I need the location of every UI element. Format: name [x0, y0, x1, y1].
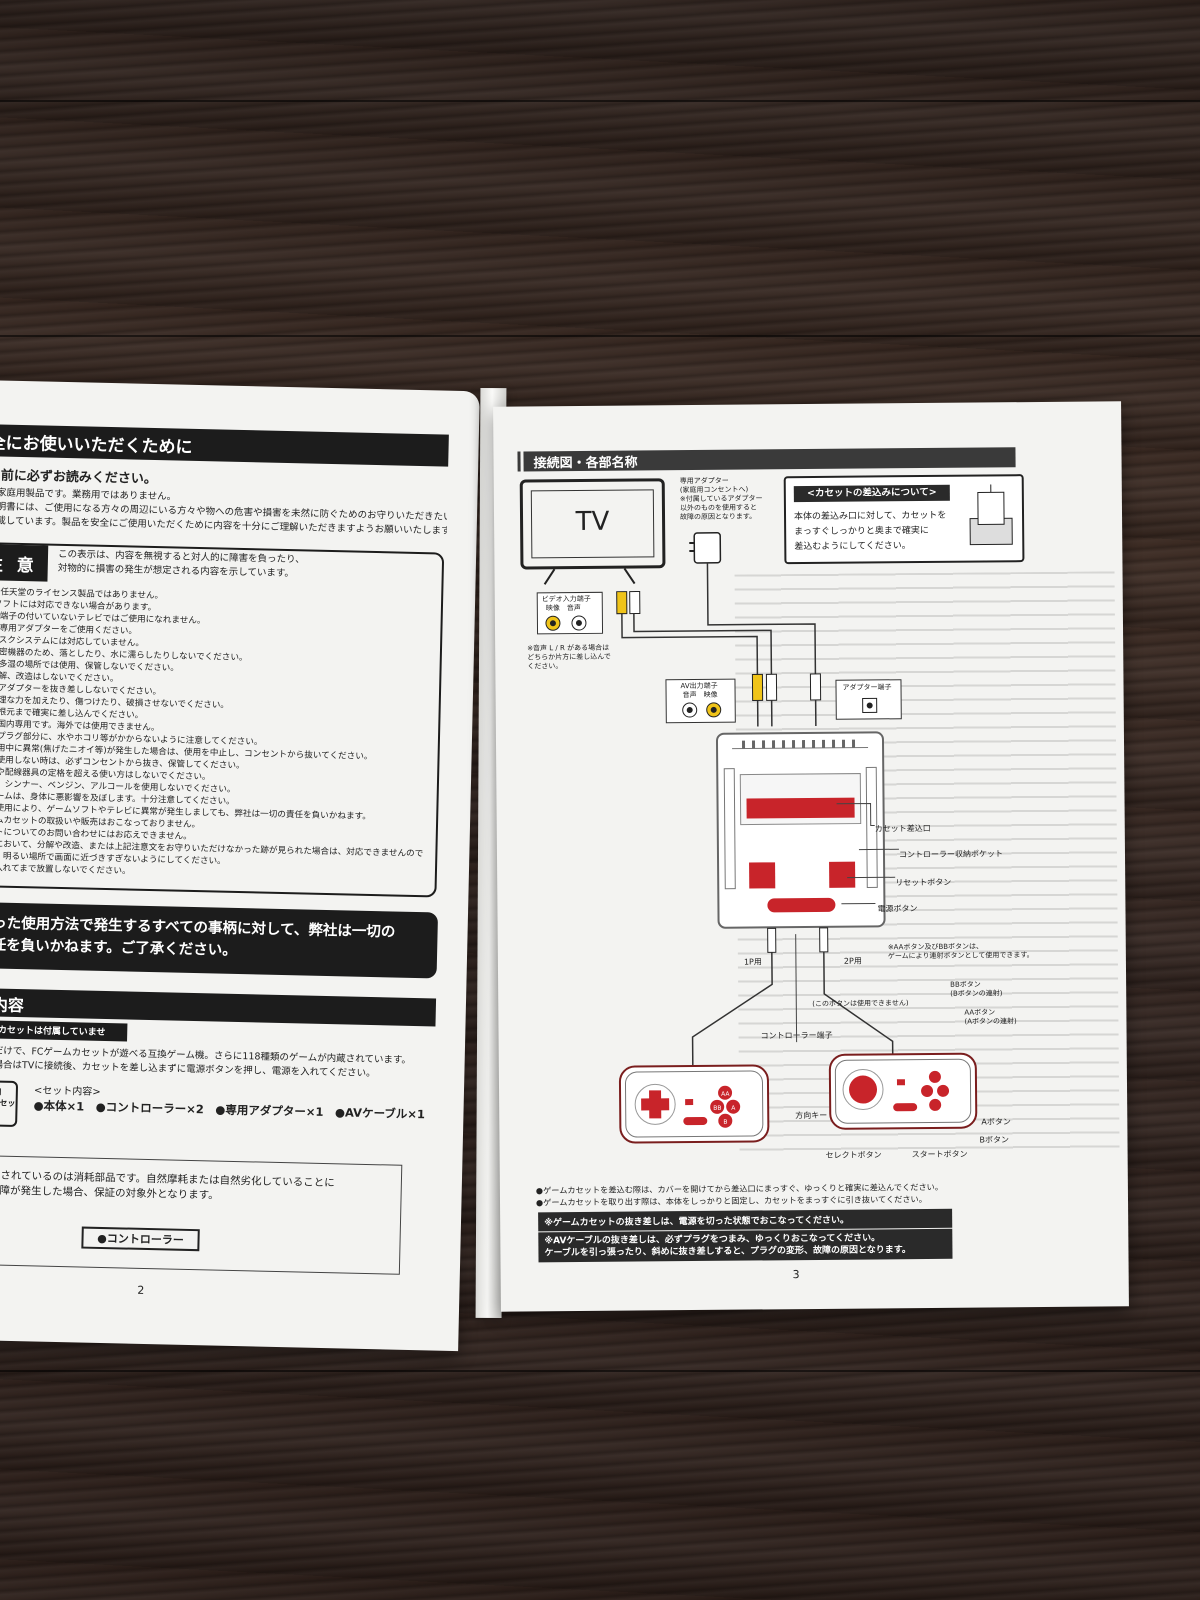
plank-seam	[0, 335, 1200, 337]
cassette-insert-icon	[969, 484, 1013, 546]
b-button-label: Bボタン	[979, 1135, 1010, 1145]
caution-list: 品は任天堂のライセンス製品ではありません。 FCソフトには対応できない場合があり…	[0, 586, 429, 884]
adapter-body	[693, 532, 722, 564]
a-button-label: Aボタン	[981, 1117, 1011, 1127]
fc-compatible-badge: FC用 ゲームカセット 対応	[0, 1079, 19, 1128]
reset-button	[749, 862, 776, 889]
cassette-insertion-box: <カセットの差込みについて> 本体の差込み口に対して、カセットを まっすぐしっか…	[783, 474, 1025, 565]
av-output-terminal-box: AV出力端子 音声 映像	[665, 678, 736, 724]
controller-2p	[828, 1052, 978, 1130]
console-leader-lines	[836, 802, 899, 905]
select-button-label: セレクトボタン	[825, 1150, 882, 1160]
aa-button-letter: AA	[721, 1091, 730, 1098]
storage-pocket-label: コントローラー収納ポケット	[898, 849, 1004, 860]
page-number: 3	[792, 1268, 800, 1282]
av-jacks-icon	[682, 702, 722, 718]
caution-tag: 注 意	[0, 544, 49, 582]
bb-button-label: BBボタン (Bボタンの連射)	[950, 980, 1003, 998]
start-button-label: スタートボタン	[911, 1149, 968, 1160]
controller-1p: AA BB A B	[618, 1064, 770, 1144]
rca-jacks-icon	[545, 615, 587, 631]
cable-diagram	[543, 532, 822, 727]
cassette-slot	[746, 797, 855, 819]
b-button-letter: B	[723, 1119, 727, 1126]
eject-lever	[767, 897, 836, 913]
manual-page-right: 接続図・各部名称 TV ビデオ入力端子 映像 音声 ※音声 L / R がある場…	[493, 401, 1129, 1312]
controller-1p-buttons: AA BB A B	[634, 1083, 741, 1128]
av-cable-warning-bar: ※AVケーブルの抜き差しは、必ずプラグをつまみ、ゆっくりおこなってください。 ケ…	[538, 1228, 953, 1263]
tv-video-input-box: ビデオ入力端子 映像 音声	[536, 591, 604, 635]
read-first-subheader: の前に必ずお読みください。	[0, 468, 157, 488]
adapter-terminal-box: アダプター端子	[835, 679, 902, 720]
caution-description: この表示は、内容を無視すると対人的に障害を負ったり、 対物的に損害の発生が想定さ…	[57, 548, 305, 580]
cassette-not-included-notice: ゲームカセットは付属していません。	[0, 1019, 128, 1042]
aa-button-label: AAボタン (Aボタンの連射)	[964, 1008, 1017, 1026]
set-contents-header: ト内容	[0, 987, 437, 1027]
consumable-parts-box: に記載されているのは消耗部品です。自然摩耗または自然劣化していることに って故障…	[0, 1154, 403, 1275]
set-contents-items: ●本体×1 ●コントローラー×2 ●専用アダプター×1 ●AVケーブル×1	[33, 1098, 426, 1122]
plank-seam	[0, 100, 1200, 102]
dc-jack-icon	[862, 697, 878, 714]
consumable-parts-text: に記載されているのは消耗部品です。自然摩耗または自然劣化していることに って故障…	[0, 1168, 335, 1202]
dpad-icon	[641, 1090, 670, 1119]
a-button-letter: A	[731, 1105, 736, 1112]
page-number: 2	[137, 1283, 145, 1297]
console-drawing	[723, 739, 878, 913]
manual-page-left: 全にお使いいただくために の前に必ずお読みください。 は家庭用製品です。業務用で…	[0, 380, 480, 1352]
dpad-label: 方向キー	[795, 1110, 828, 1121]
disclaimer-banner: 誤った使用方法で発生するすべての事柄に対して、弊社は一切の 責任を負いかねます。…	[0, 901, 439, 979]
mic-button	[896, 1079, 905, 1086]
cassette-handling-notes: ●ゲームカセットを差込む際は、カバーを開けてから差込口にまっすぐ、ゆっくりと確実…	[535, 1181, 944, 1208]
power-off-warning-bar: ※ゲームカセットの抜き差しは、電源を切った状態でおこなってください。	[538, 1208, 953, 1232]
bb-button-letter: BB	[713, 1105, 721, 1112]
set-contents-label: <セット内容>	[33, 1085, 101, 1098]
caution-box: 注 意 この表示は、内容を無視すると対人的に障害を負ったり、 対物的に損害の発生…	[0, 541, 445, 898]
dpad-icon	[849, 1075, 878, 1104]
power-button	[829, 861, 856, 888]
console-illustration	[715, 731, 886, 929]
plank-seam	[0, 1370, 1200, 1372]
safety-header: 全にお使いいただくために	[0, 423, 449, 467]
controller-part-tag: ●コントローラー	[81, 1226, 200, 1252]
controller-2p-buttons	[842, 1069, 950, 1112]
controller-cables	[691, 927, 894, 1066]
